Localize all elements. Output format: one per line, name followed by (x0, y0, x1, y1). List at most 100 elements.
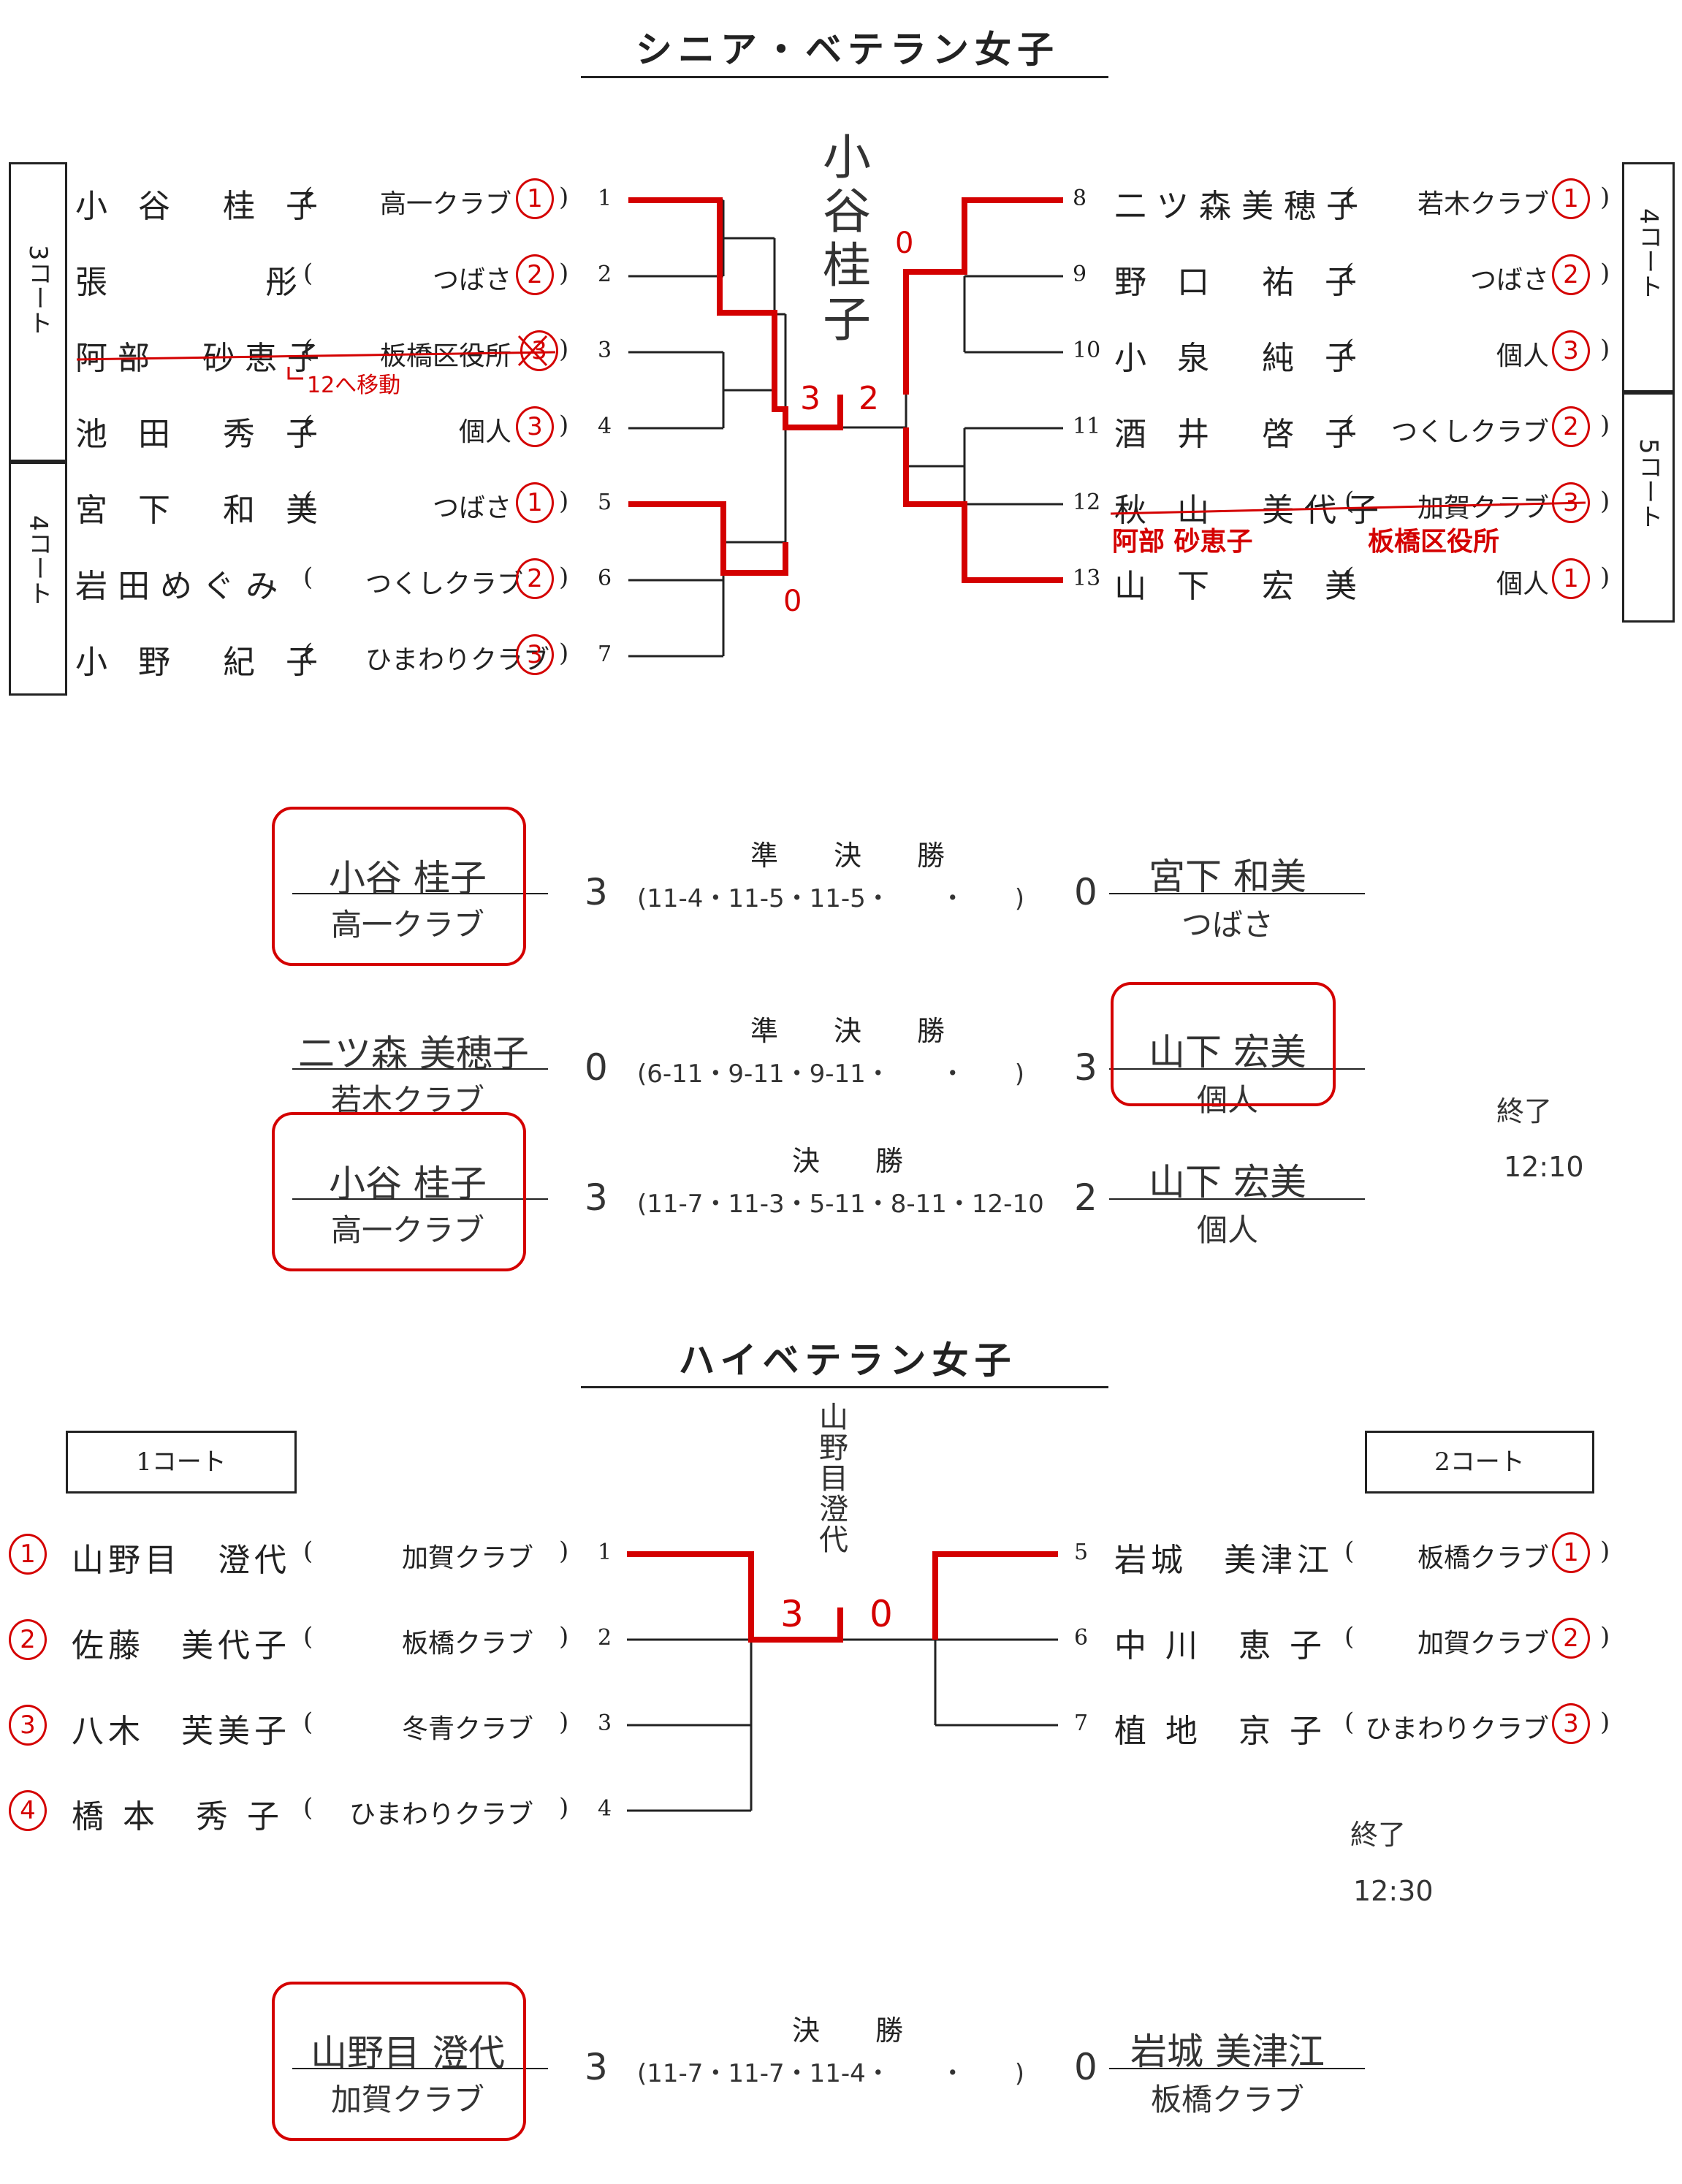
left-player-club: 若木クラブ (330, 1082, 484, 1118)
paren-open: ( (1344, 1537, 1355, 1566)
player-club: 個人 (1496, 341, 1549, 371)
left-divider (292, 2068, 548, 2069)
round-label: 決 勝 (791, 2014, 903, 2047)
round-label: 準 決 勝 (750, 1015, 945, 1047)
paren-close: ) (559, 639, 569, 668)
paren-open: ( (1344, 183, 1355, 212)
high-title-underline (581, 1386, 1108, 1388)
score-left-bottom: 0 (783, 585, 802, 618)
high-champion-vertical: 山野目澄代 (814, 1401, 848, 1555)
paren-close: ) (559, 487, 569, 516)
right-player-club: 個人 (1196, 1212, 1258, 1248)
player-club: 板橋クラブ (401, 1629, 533, 1659)
court-box-left-bottom: 4コート (9, 462, 67, 696)
player-club: 加賀クラブ (401, 1543, 533, 1573)
left-divider (292, 893, 548, 894)
left-divider (292, 1068, 548, 1070)
seed-circle: 1 (1552, 558, 1590, 599)
entry-number: 11 (1073, 414, 1101, 439)
player-name: 張 彤 (75, 264, 308, 301)
seed-circle: 3 (1552, 1703, 1590, 1744)
paren-open: ( (303, 1537, 313, 1566)
senior-title-underline (581, 76, 1108, 78)
left-score: 3 (585, 871, 608, 913)
paren-close: ) (1600, 563, 1610, 592)
paren-close: ) (1600, 1708, 1610, 1737)
paren-close: ) (1600, 487, 1610, 516)
red-winner-lines (627, 197, 1063, 1643)
paren-open: ( (303, 1793, 313, 1822)
paren-close: ) (1600, 1537, 1610, 1566)
seed-circle: 2 (9, 1619, 47, 1660)
player-club: 個人 (1496, 569, 1549, 599)
paren-close: ) (559, 1537, 569, 1566)
entry-number: 6 (598, 566, 612, 591)
entry-number: 8 (1073, 186, 1087, 211)
score-sf-left: 3 (800, 380, 821, 417)
seed-circle: 3 (516, 634, 554, 675)
player-name: 山野目 澄代 (72, 1542, 291, 1579)
paren-close: ) (559, 411, 569, 440)
court-label: 2コート (1434, 1447, 1525, 1477)
paren-close: ) (559, 563, 569, 592)
player-club: ひまわりクラブ (349, 1800, 533, 1830)
winner-highlight-box (272, 807, 526, 966)
player-name: 酒 井 啓 子 (1114, 416, 1367, 453)
player-club: 加賀クラブ (1417, 1629, 1549, 1659)
right-player-club: 板橋クラブ (1150, 2082, 1304, 2118)
seed-circle: 2 (1552, 406, 1590, 447)
paren-open: ( (303, 1708, 313, 1737)
senior-finish-label: 終了 (1496, 1095, 1553, 1127)
entry-number: 12 (1073, 490, 1101, 515)
entry-number: 10 (1073, 338, 1101, 363)
paren-close: ) (1600, 335, 1610, 364)
right-score: 0 (1074, 871, 1097, 913)
entry-number: 7 (598, 642, 612, 667)
right-divider (1109, 1068, 1365, 1070)
paren-open: ( (1344, 259, 1355, 288)
court-box-right-top: 4コート (1622, 162, 1675, 392)
right-player-club: つばさ (1181, 907, 1274, 943)
round-label: 準 決 勝 (750, 840, 945, 872)
left-player-club: 加賀クラブ (330, 2082, 484, 2118)
entry-number: 9 (1073, 262, 1087, 287)
left-score: 3 (585, 1176, 608, 1219)
seed-circle: 1 (516, 178, 554, 219)
black-lines (627, 199, 1063, 1812)
replacement-club: 板橋区役所 (1368, 527, 1500, 557)
round-label: 決 勝 (791, 1145, 903, 1177)
left-player-name: 小谷 桂子 (329, 857, 487, 899)
right-player-name: 宮下 和美 (1149, 856, 1306, 898)
paren-close: ) (1600, 1622, 1610, 1651)
seed-circle: 3 (9, 1705, 47, 1746)
high-finish-time: 12:30 (1353, 1875, 1434, 1907)
left-player-name: 小谷 桂子 (329, 1163, 487, 1205)
player-name: 岩城 美津江 (1114, 1542, 1333, 1579)
right-score: 3 (1074, 1046, 1097, 1089)
player-club: 個人 (458, 417, 511, 447)
player-club: つくしクラブ (1390, 417, 1549, 447)
paren-close: ) (559, 259, 569, 288)
left-player-name: 山野目 澄代 (311, 2032, 505, 2074)
seed-circle: 3 (1552, 330, 1590, 371)
player-name: 八木 芙美子 (72, 1713, 291, 1750)
player-name: 小 谷 桂 子 (75, 188, 328, 225)
seed-circle: 1 (1552, 178, 1590, 219)
paren-open: ( (1344, 335, 1355, 364)
red-strikethrough (76, 351, 1586, 515)
court-label: 5コート (1634, 438, 1663, 529)
replacement-name: 阿部 砂恵子 (1112, 527, 1253, 557)
entry-number: 2 (598, 262, 612, 287)
court-label: 4コート (1634, 208, 1663, 299)
right-divider (1109, 1198, 1365, 1200)
entry-number: 3 (598, 338, 612, 363)
court-box-2: 2コート (1365, 1431, 1594, 1494)
seed-circle: 2 (516, 558, 554, 599)
entry-number: 4 (598, 414, 612, 439)
winner-highlight-box (1111, 982, 1336, 1106)
entry-number: 1 (598, 1540, 612, 1565)
court-label: 1コート (136, 1447, 227, 1477)
player-name: 小 泉 純 子 (1114, 340, 1367, 377)
paren-open: ( (303, 259, 313, 288)
